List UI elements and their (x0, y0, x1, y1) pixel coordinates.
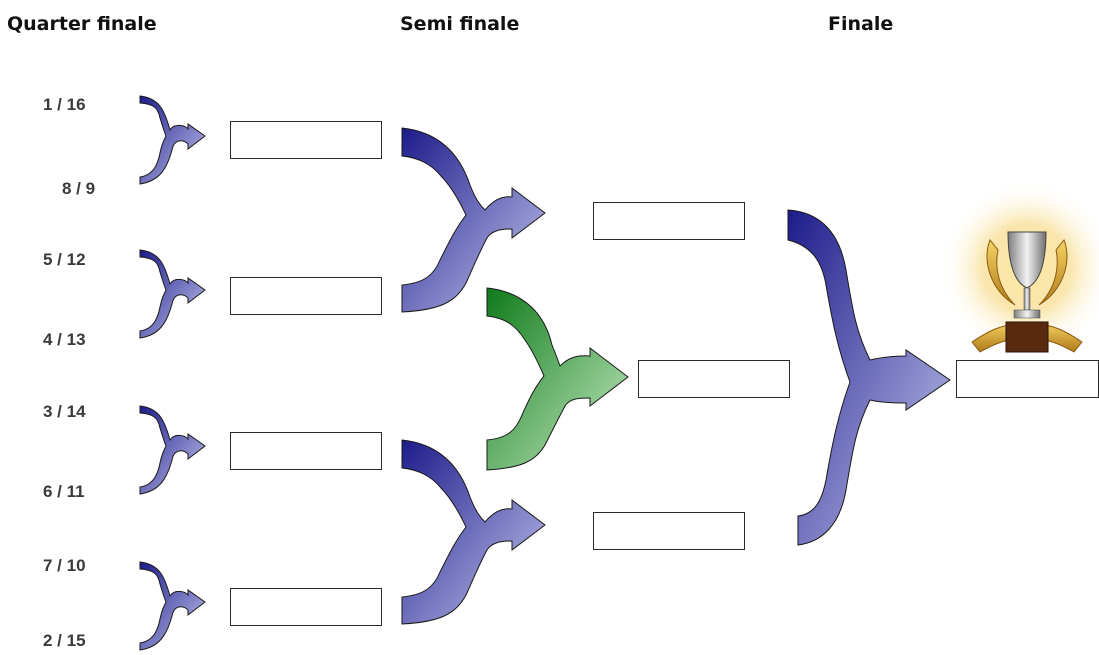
seed-label: 4 / 13 (43, 330, 86, 349)
qf-result-slot-1[interactable] (230, 121, 382, 159)
merge-arrow-consolation (486, 287, 629, 471)
seed-label: 8 / 9 (62, 179, 96, 198)
seed-label: 7 / 10 (43, 556, 86, 575)
trophy-icon (939, 180, 1099, 356)
qf-result-slot-3[interactable] (230, 432, 382, 470)
qf-result-slot-4[interactable] (230, 588, 382, 626)
merge-arrow-qf-4 (139, 561, 206, 651)
round-title-final: Finale (828, 13, 894, 35)
merge-arrow-sf-2 (401, 439, 546, 625)
qf-result-slot-2[interactable] (230, 277, 382, 315)
seed-label: 2 / 15 (43, 631, 86, 650)
round-title-semi: Semi finale (400, 13, 520, 35)
merge-arrow-qf-3 (139, 405, 206, 495)
seed-label: 5 / 12 (43, 250, 86, 269)
sf-result-slot-2[interactable] (593, 512, 745, 550)
sf-result-slot-1[interactable] (593, 202, 745, 240)
merge-arrow-final (787, 209, 951, 546)
merge-arrow-sf-1 (401, 127, 546, 313)
merge-arrow-qf-1 (139, 95, 206, 185)
seed-label: 1 / 16 (43, 95, 86, 114)
merge-arrow-qf-2 (139, 249, 206, 339)
consolation-result-slot[interactable] (638, 360, 790, 398)
round-title-quarter: Quarter finale (7, 13, 157, 35)
seed-label: 3 / 14 (43, 402, 86, 421)
seed-label: 6 / 11 (43, 482, 85, 501)
final-result-slot[interactable] (956, 360, 1099, 398)
